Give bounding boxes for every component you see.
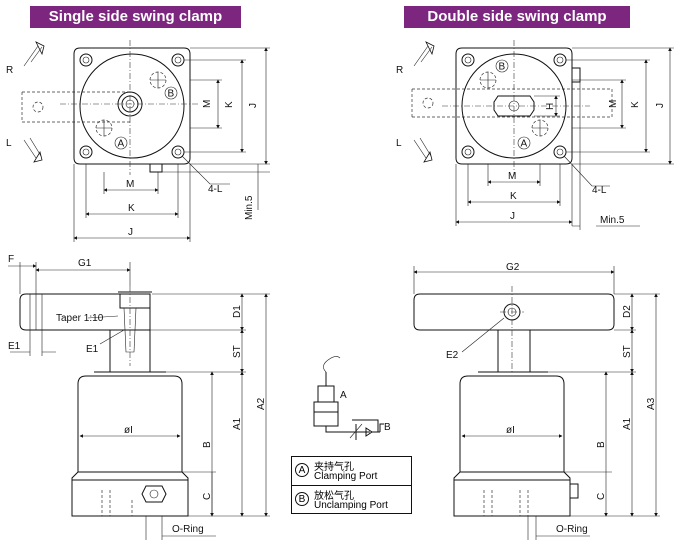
legend-clamping-port: A 夹持气孔 Clamping Port	[292, 457, 411, 486]
single-oring-label: O-Ring	[172, 524, 204, 535]
pneumatic-circuit-symbol	[313, 356, 384, 440]
unclamping-port-cn: 放松气孔	[314, 491, 354, 502]
single-dim-d1: D1	[232, 305, 243, 318]
double-min-label: Min.5	[600, 215, 625, 226]
double-rotate-left-label: L	[396, 138, 402, 149]
circuit-port-a-label: A	[340, 390, 347, 401]
double-dim-j: J	[510, 211, 515, 222]
double-dim-h: H	[545, 103, 556, 110]
double-dim-m-vertical: M	[608, 100, 619, 108]
single-dim-diameter: øI	[124, 425, 133, 436]
single-dim-f: F	[8, 254, 14, 265]
double-dim-j-vertical: J	[655, 103, 666, 108]
single-dim-a1: A1	[232, 417, 243, 430]
single-port-b-marker	[164, 86, 178, 100]
double-oring-label: O-Ring	[556, 524, 588, 535]
circuit-port-b-label: B	[384, 422, 391, 433]
double-dim-m: M	[508, 171, 516, 182]
double-port-b-marker	[495, 59, 509, 73]
clamping-port-cn: 夹持气孔	[314, 462, 354, 473]
single-rotate-left-label: L	[6, 138, 12, 149]
single-dim-a2: A2	[256, 397, 267, 410]
double-dim-a3: A3	[646, 397, 657, 410]
single-dim-k-vertical: K	[224, 101, 235, 108]
single-dim-c: C	[202, 493, 213, 500]
double-dim-k: K	[510, 191, 517, 202]
double-port-a-label: A	[521, 139, 528, 150]
double-side-view	[413, 266, 660, 540]
double-dim-k-vertical: K	[630, 101, 641, 108]
single-holes-label: 4-L	[208, 184, 223, 195]
double-dim-e2: E2	[446, 350, 459, 361]
single-dim-k: K	[128, 203, 135, 214]
legend-unclamping-port: B 放松气孔 Unclamping Port	[292, 486, 411, 514]
single-dim-g1: G1	[78, 258, 92, 269]
single-dim-e1-left: E1	[8, 341, 21, 352]
single-dim-j-vertical: J	[248, 103, 259, 108]
unclamping-port-en: Unclamping Port	[314, 500, 388, 511]
single-rotate-right-label: R	[6, 65, 13, 76]
double-dim-c: C	[596, 493, 607, 500]
double-side-swing-clamp-banner: Double side swing clamp	[404, 6, 630, 28]
single-port-a-marker	[114, 136, 128, 150]
single-taper-label: Taper 1:10	[56, 313, 104, 324]
single-port-a-label: A	[118, 139, 125, 150]
double-dim-g2: G2	[506, 262, 520, 273]
double-holes-label: 4-L	[592, 185, 607, 196]
single-dim-j: J	[128, 227, 133, 238]
single-side-swing-clamp-banner: Single side swing clamp	[30, 6, 241, 28]
single-min-label: Min.5	[244, 195, 255, 220]
single-side-view	[8, 262, 270, 540]
clamping-port-en: Clamping Port	[314, 471, 378, 482]
double-port-a-marker	[517, 136, 531, 150]
double-dim-b: B	[596, 441, 607, 448]
unclamping-port-symbol: B	[295, 492, 309, 506]
single-dim-e1: E1	[86, 344, 99, 355]
single-dim-b: B	[202, 441, 213, 448]
port-legend: A 夹持气孔 Clamping Port B 放松气孔 Unclamping P…	[291, 456, 412, 514]
double-port-b-label: B	[499, 62, 506, 73]
double-dim-a1: A1	[622, 417, 633, 430]
double-rotate-right-label: R	[396, 65, 403, 76]
double-dim-d2: D2	[622, 305, 633, 318]
double-dim-diameter: øI	[506, 425, 515, 436]
double-dim-st: ST	[622, 345, 633, 358]
single-top-view	[21, 40, 270, 242]
clamping-port-symbol: A	[295, 463, 309, 477]
single-dim-st: ST	[232, 345, 243, 358]
double-top-view	[411, 40, 674, 230]
single-port-b-label: B	[168, 89, 175, 100]
single-dim-m: M	[126, 179, 134, 190]
single-dim-m-vertical: M	[202, 100, 213, 108]
